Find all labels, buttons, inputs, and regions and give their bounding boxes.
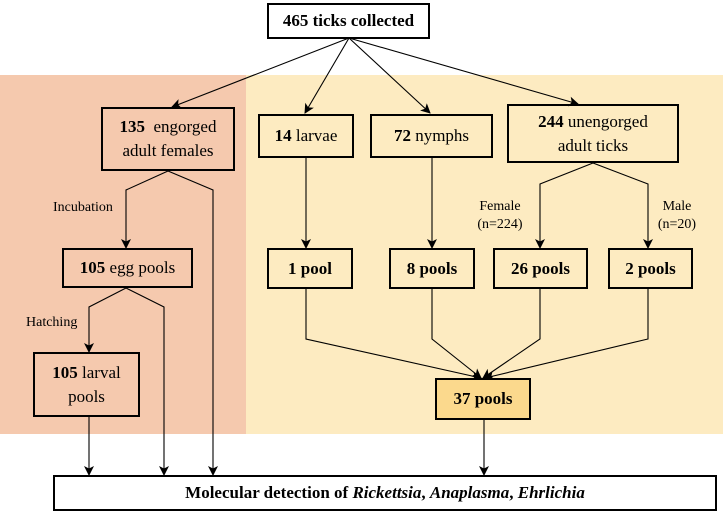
node-pools-male: 2 pools xyxy=(608,248,693,289)
arrow-total-to-engorged xyxy=(171,37,350,109)
node-pools-nymphs: 8 pools xyxy=(389,248,475,289)
node-pools-female: 26 pools xyxy=(493,248,588,289)
node-molecular-detection: Molecular detection of Rickettsia, Anapl… xyxy=(53,475,717,511)
arrow-engorged-to-egg-pools xyxy=(121,170,169,249)
label-male: Male(n=20) xyxy=(657,199,697,232)
arrow-pool26-to-combined xyxy=(482,289,541,379)
node-combined-pools: 37 pools xyxy=(435,378,531,420)
arrow-engorged-to-detection xyxy=(167,170,218,476)
arrow-pool2-to-combined xyxy=(484,289,649,381)
node-nymphs: 72 nymphs xyxy=(370,114,493,158)
arrow-total-to-unengorged xyxy=(348,37,579,107)
left-panel-background xyxy=(0,75,246,434)
arrow-total-to-nymphs xyxy=(348,37,431,114)
arrow-unengorged-to-male xyxy=(592,162,653,249)
arrow-egg-to-detection xyxy=(125,287,169,476)
label-female: Female(n=224) xyxy=(477,199,523,232)
node-egg-pools: 105 egg pools xyxy=(62,248,193,288)
arrow-pool1-to-combined xyxy=(305,289,482,381)
node-larvae: 14 larvae xyxy=(258,114,354,158)
node-total-ticks: 465 ticks collected xyxy=(267,3,430,39)
arrow-egg-to-larval xyxy=(84,287,127,353)
label-hatching: Hatching xyxy=(26,315,78,330)
label-incubation: Incubation xyxy=(53,200,113,215)
arrow-unengorged-to-female xyxy=(535,162,594,249)
node-pool-larvae: 1 pool xyxy=(267,248,353,289)
arrow-total-to-larvae xyxy=(304,37,350,114)
arrow-pool8-to-combined xyxy=(431,289,482,379)
